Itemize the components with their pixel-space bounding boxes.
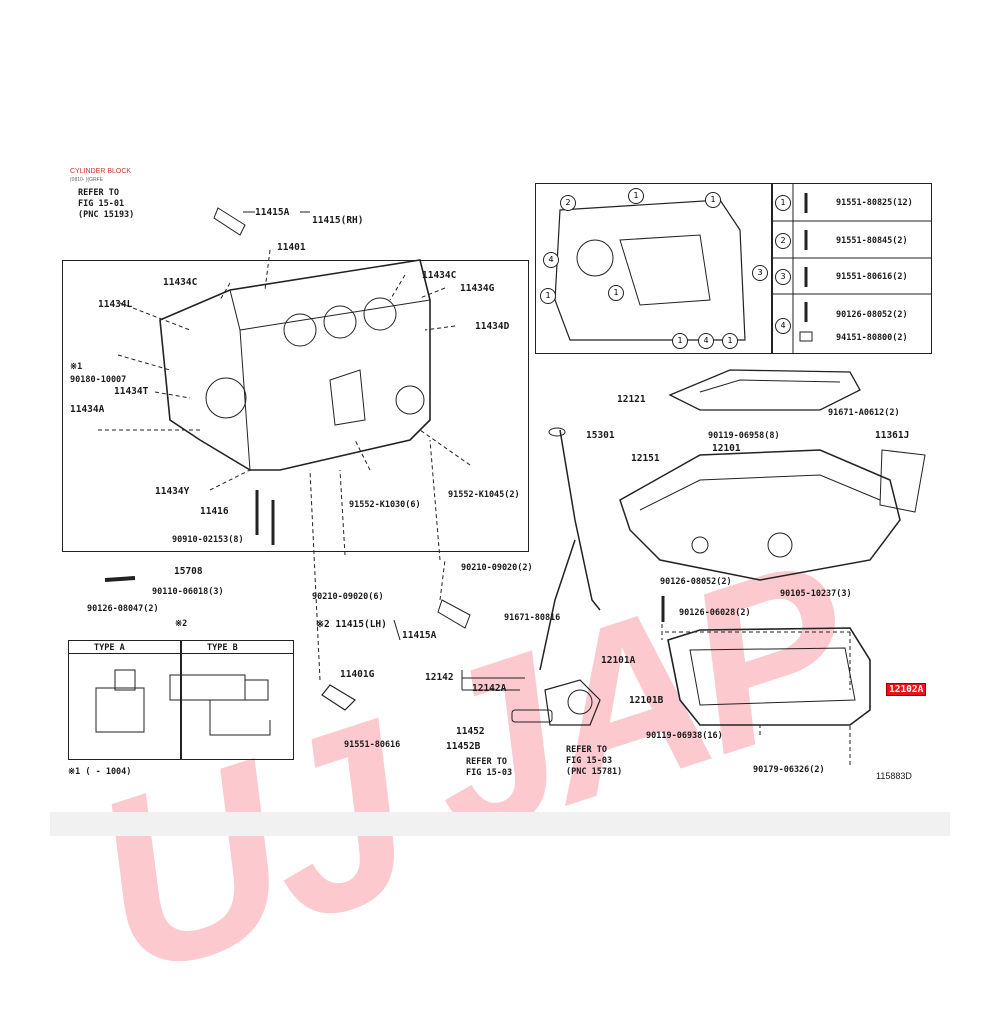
part-label[interactable]: 12142: [425, 672, 454, 683]
part-label[interactable]: 11401: [277, 242, 306, 253]
part-label[interactable]: 12121: [617, 394, 646, 405]
locator-marker: 1: [672, 333, 688, 349]
part-label[interactable]: 90119-06958(8): [708, 431, 780, 441]
part-label-highlighted[interactable]: 12102A: [886, 683, 927, 696]
legend-part: 90126-08052(2): [836, 310, 908, 320]
part-label[interactable]: 11415(RH): [312, 215, 364, 226]
part-label[interactable]: 11434G: [460, 283, 495, 294]
legend-part: 91551-80616(2): [836, 272, 908, 282]
part-label[interactable]: 11434C: [422, 270, 457, 281]
page-subtitle: (0810- )(GRFE: [70, 177, 104, 183]
part-label[interactable]: 12101B: [629, 695, 664, 706]
type-a-label: TYPE A: [94, 643, 125, 653]
part-label[interactable]: 11452B: [446, 741, 481, 752]
locator-marker: 4: [698, 333, 714, 349]
part-label[interactable]: 90179-06326(2): [753, 765, 825, 775]
part-label[interactable]: 11434A: [70, 404, 105, 415]
refer-note: REFER TO FIG 15-03 (PNC 15781): [566, 745, 623, 777]
locator-marker: 2: [560, 195, 576, 211]
parts-diagram: [95, 183, 932, 765]
part-label[interactable]: 90126-06028(2): [679, 608, 751, 618]
part-label: ※2: [175, 619, 188, 629]
locator-marker: 1: [705, 192, 721, 208]
part-label: ※1: [70, 362, 83, 372]
part-label[interactable]: 11434L: [98, 299, 133, 310]
part-label[interactable]: 91671-80816: [504, 613, 561, 623]
part-label[interactable]: 90119-06938(16): [646, 731, 723, 741]
locator-marker: 4: [543, 252, 559, 268]
part-label[interactable]: 12151: [631, 453, 660, 464]
part-label[interactable]: 11401G: [340, 669, 375, 680]
part-label[interactable]: 91671-A0612(2): [828, 408, 900, 418]
part-label[interactable]: 90110-06018(3): [152, 587, 224, 597]
part-label[interactable]: 91552-K1045(2): [448, 490, 520, 500]
locator-marker: 1: [628, 188, 644, 204]
part-label[interactable]: ※2 11415(LH): [316, 619, 387, 630]
locator-marker: 1: [722, 333, 738, 349]
part-label[interactable]: 11452: [456, 726, 485, 737]
part-label[interactable]: 90126-08047(2): [87, 604, 159, 614]
legend-part: 94151-80800(2): [836, 333, 908, 343]
legend-number: 4: [775, 318, 791, 334]
refer-top-note: REFER TO FIG 15-01 (PNC 15193): [78, 188, 135, 220]
legend-number: 1: [775, 195, 791, 211]
footer-bar: [50, 812, 950, 836]
part-label[interactable]: 91551-80616: [344, 740, 401, 750]
part-label[interactable]: 11434T: [114, 386, 149, 397]
part-label[interactable]: 11361J: [875, 430, 910, 441]
part-label[interactable]: 11434D: [475, 321, 510, 332]
part-label[interactable]: 90210-09020(2): [461, 563, 533, 573]
page-title: CYLINDER BLOCK: [70, 168, 132, 175]
part-label[interactable]: 11415A: [255, 207, 290, 218]
locator-marker: 1: [608, 285, 624, 301]
part-label[interactable]: 91552-K1030(6): [349, 500, 421, 510]
refer-note: REFER TO FIG 15-03: [466, 757, 513, 778]
legend-number: 3: [775, 269, 791, 285]
part-label[interactable]: 90126-08052(2): [660, 577, 732, 587]
type-b-label: TYPE B: [207, 643, 238, 653]
part-label[interactable]: 15301: [586, 430, 615, 441]
cylinder-block-frame: [62, 260, 529, 552]
part-label[interactable]: 90210-09020(6): [312, 592, 384, 602]
legend-frame: [772, 183, 932, 354]
part-label[interactable]: 90105-10237(3): [780, 589, 852, 599]
part-label[interactable]: 12101A: [601, 655, 636, 666]
part-label[interactable]: 11416: [200, 506, 229, 517]
part-label[interactable]: 11434Y: [155, 486, 190, 497]
legend-part: 91551-80825(12): [836, 198, 913, 208]
locator-marker: 3: [752, 265, 768, 281]
legend-part: 91551-80845(2): [836, 236, 908, 246]
legend-number: 2: [775, 233, 791, 249]
part-label[interactable]: 12142A: [472, 683, 507, 694]
part-label[interactable]: 90910-02153(8): [172, 535, 244, 545]
locator-marker: 1: [540, 288, 556, 304]
diagram-id: 115883D: [876, 771, 912, 781]
footnote: ※1 ( - 1004): [68, 767, 132, 777]
bolt-locator-frame: [535, 183, 772, 354]
part-label[interactable]: 12101: [712, 443, 741, 454]
part-label[interactable]: 15708: [174, 566, 203, 577]
part-label[interactable]: 11415A: [402, 630, 437, 641]
part-label[interactable]: 90180-10007: [70, 375, 127, 385]
part-label[interactable]: 11434C: [163, 277, 198, 288]
